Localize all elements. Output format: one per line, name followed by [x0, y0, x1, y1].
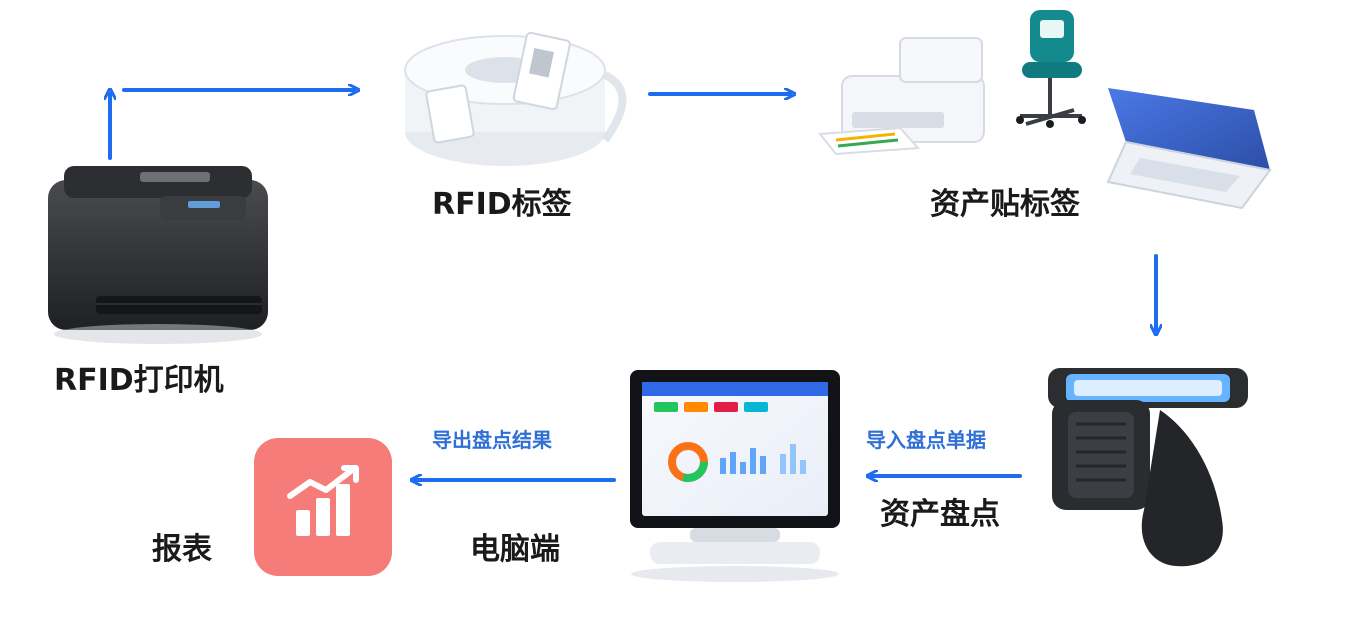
office-assets-icon	[818, 10, 1272, 210]
import-orders-edge-label: 导入盘点单据	[866, 428, 986, 452]
report-label: 报表	[152, 532, 212, 567]
monitor-mini-bars	[720, 444, 806, 474]
export-results-edge-label: 导出盘点结果	[432, 428, 552, 452]
laptop-icon	[1106, 88, 1272, 210]
chart-growth-icon	[254, 438, 392, 576]
thermal-printer-icon	[48, 166, 268, 344]
office-printer-icon	[818, 37, 985, 156]
rfid-tags-label: RFID标签	[432, 187, 572, 222]
rfid-label-roll-icon	[404, 31, 627, 166]
reader-vents	[1076, 422, 1126, 482]
asset-labeling-label: 资产贴标签	[930, 187, 1080, 222]
rfid-printer-label: RFID打印机	[54, 363, 224, 398]
asset-inventory-label: 资产盘点	[880, 497, 1000, 532]
handheld-rfid-reader-icon	[1048, 368, 1248, 567]
pc-client-label: 电脑端	[470, 532, 560, 567]
desktop-monitor-icon	[630, 370, 840, 582]
office-chair-icon	[1016, 10, 1086, 128]
report-bars	[296, 484, 350, 536]
